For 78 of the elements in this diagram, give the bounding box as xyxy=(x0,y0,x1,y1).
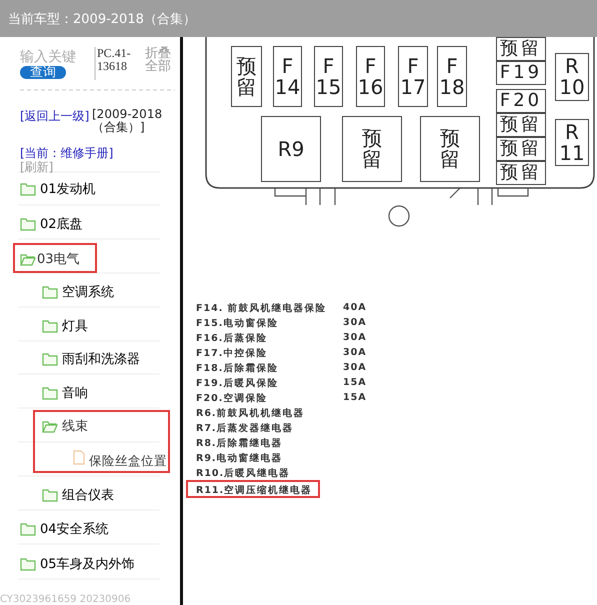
tree-item-label: 01发动机 xyxy=(40,181,96,198)
tree-item-label: 雨刮和洗涤器 xyxy=(62,351,140,368)
slot-label: 预留 xyxy=(500,40,542,58)
slot-label: R 10 xyxy=(558,56,586,98)
slot-label: F 16 xyxy=(358,56,384,98)
fuse-legend-text: F15.电动窗保险 xyxy=(196,317,278,330)
fuse-legend-text: R9.电动窗继电器 xyxy=(196,452,283,465)
fuse-legend-text: F18.后除霜保险 xyxy=(196,362,278,375)
fuse-rating-text: 15A xyxy=(343,377,367,388)
highlight-box xyxy=(186,480,320,498)
fuse-slot xyxy=(231,46,262,107)
slot-label: 预留 xyxy=(439,128,461,170)
fuse-legend-text: R8.后除霜继电器 xyxy=(196,437,283,450)
highlight-box xyxy=(13,243,97,273)
slot-label: F 18 xyxy=(439,56,465,98)
tree-item-label: 灯具 xyxy=(62,318,88,335)
fuse-legend-text: R10.后暖风继电器 xyxy=(196,467,290,480)
slot-label: 预留 xyxy=(500,140,542,158)
breadcrumb-text: [2009-2018（合集）] xyxy=(92,108,164,134)
tree-item-label: 音响 xyxy=(62,385,88,402)
fuse-legend-text: F16.后蒸保险 xyxy=(196,332,268,345)
fuse-legend-text: R7.后蒸发器继电器 xyxy=(196,422,294,435)
relay-slot xyxy=(261,116,321,182)
fuse-rating-text: 30A xyxy=(343,362,367,373)
tree-item-label: 组合仪表 xyxy=(62,487,114,504)
slot-label: 预留 xyxy=(236,56,258,98)
fuse-slot xyxy=(496,89,546,113)
fuse-slot xyxy=(496,61,546,85)
fuse-legend-text: F19.后暖风保险 xyxy=(196,377,278,390)
collapse-all-link: 折叠全部 xyxy=(145,47,172,73)
fuse-legend-text: F14. 前鼓风机继电器保险 xyxy=(196,302,327,315)
page-header-title: 当前车型：2009-2018（合集） xyxy=(8,11,196,28)
fuse-slot xyxy=(496,161,546,185)
breadcrumb-link: [返回上一级] xyxy=(20,108,90,125)
slot-label: R9 xyxy=(278,138,304,160)
fuse-slot xyxy=(437,46,467,107)
breadcrumb-link: [当前：维修手册] xyxy=(20,145,114,161)
breadcrumb-link: [刷新] xyxy=(20,159,54,176)
fuse-slot xyxy=(398,46,428,107)
fuse-rating-text: 30A xyxy=(343,332,367,343)
slot-label: 预留 xyxy=(361,128,383,170)
slot-label: R 11 xyxy=(558,122,586,164)
fuse-rating-text: 15A xyxy=(343,392,367,403)
tree-item-label: 空调系统 xyxy=(62,284,114,301)
fuse-slot xyxy=(420,116,480,182)
tree-item-label: 保险丝盒位置 xyxy=(89,453,167,470)
slot-label: F 15 xyxy=(316,56,342,98)
fuse-legend-text: R6.前鼓风机机继电器 xyxy=(196,407,305,420)
fuse-legend-text: F20.空调保险 xyxy=(196,392,268,405)
slot-label: F20 xyxy=(500,92,542,110)
slot-label: F19 xyxy=(500,64,542,82)
tree-item-label: 05车身及内外饰 xyxy=(40,556,135,573)
tree-item-label: 03电气 xyxy=(37,251,80,268)
slot-label: 预留 xyxy=(500,116,542,134)
fuse-slot xyxy=(496,113,546,137)
tree-item-label: 线束 xyxy=(62,418,88,435)
fuse-box-outline xyxy=(205,37,595,188)
fuse-slot xyxy=(356,46,385,107)
fuse-rating-text: 30A xyxy=(343,347,367,358)
fuse-slot xyxy=(314,46,343,107)
part-code-text: PC.41-13618 xyxy=(97,47,132,73)
search-input-field: 输入关键 xyxy=(20,48,94,66)
fuse-legend-text: R11.空调压缩机继电器 xyxy=(196,484,312,497)
fuse-slot xyxy=(496,37,546,61)
fuse-rating-text: 30A xyxy=(343,317,367,328)
slot-label: 预留 xyxy=(500,164,542,182)
search-button: 查询 xyxy=(20,66,66,79)
highlight-box xyxy=(33,410,170,473)
tree-item-label: 02底盘 xyxy=(40,216,83,233)
fuse-slot xyxy=(496,137,546,161)
slot-label: F 17 xyxy=(400,56,426,98)
fuse-legend-text: F17.中控保险 xyxy=(196,347,268,360)
tree-item-label: 04安全系统 xyxy=(40,521,109,538)
fuse-slot xyxy=(342,116,402,182)
slot-label: F 14 xyxy=(274,56,300,98)
fuse-slot xyxy=(273,46,302,107)
fuse-rating-text: 40A xyxy=(343,302,367,313)
footer-code-text: CY3023961659 20230906 xyxy=(0,594,131,605)
